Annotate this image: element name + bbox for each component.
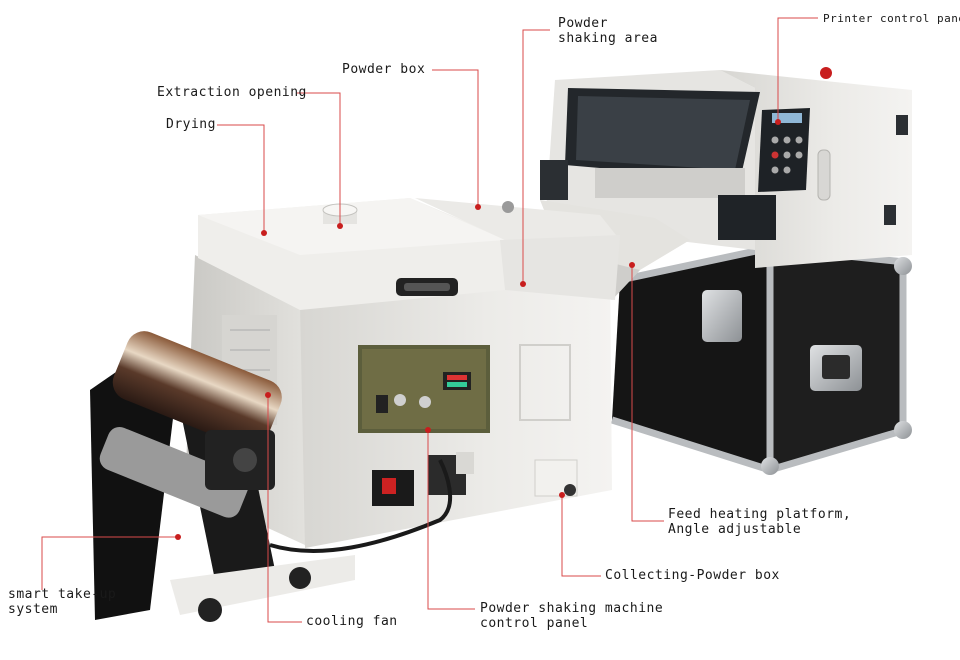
- label-smart-take-up-line2: system: [8, 602, 58, 617]
- leader-cooling-fan: [267, 395, 302, 623]
- printer: [540, 67, 912, 268]
- film-roll: [112, 331, 282, 449]
- label-powder-shaking-control-panel-line1: Powder shaking machine: [480, 601, 664, 616]
- label-powder-shaking-area: Powder shaking area: [558, 16, 658, 46]
- label-feed-heating-platform-line1: Feed heating platform,: [668, 507, 852, 522]
- label-powder-shaking-control-panel-line2: control panel: [480, 616, 589, 631]
- label-powder-shaking-area-line2: shaking area: [558, 31, 658, 46]
- leader-feed-heating-platform: [631, 265, 664, 522]
- label-feed-heating-platform-line2: Angle adjustable: [668, 522, 802, 537]
- leader-lines: [41, 17, 818, 623]
- label-smart-take-up-line1: smart take-up: [8, 587, 117, 602]
- label-drying: Drying: [166, 117, 216, 132]
- leader-powder-shaking-area: [522, 29, 550, 283]
- leader-drying: [217, 124, 265, 232]
- label-smart-take-up: smart take-up system: [8, 587, 116, 617]
- label-collecting-powder-box: Collecting-Powder box: [605, 568, 780, 583]
- leader-powder-box: [432, 69, 479, 206]
- label-printer-control-panel: Printer control panel: [823, 12, 960, 25]
- leader-extraction-opening: [297, 92, 341, 224]
- label-powder-box: Powder box: [342, 62, 426, 77]
- collecting-powder-box: [534, 459, 578, 497]
- take-up-system: [90, 331, 452, 622]
- label-extraction-opening: Extraction opening: [157, 85, 307, 100]
- emergency-stop-button: [820, 67, 832, 79]
- label-powder-shaking-area-line1: Powder: [558, 16, 608, 31]
- power-cable: [269, 459, 452, 553]
- label-powder-shaking-control-panel: Powder shaking machine control panel: [480, 601, 663, 631]
- leader-printer-control-panel: [777, 17, 818, 120]
- leader-powder-shaking-control-panel: [427, 430, 475, 610]
- printer-control-panel: [758, 108, 810, 192]
- case-latch: [702, 290, 742, 342]
- label-cooling-fan: cooling fan: [306, 614, 398, 629]
- leader-dots: [175, 119, 781, 540]
- leader-collecting-powder-box: [561, 496, 601, 577]
- flight-case: [610, 243, 912, 475]
- leader-smart-take-up: [41, 536, 178, 590]
- powder-box: [415, 198, 620, 240]
- label-feed-heating-platform: Feed heating platform, Angle adjustable: [668, 507, 851, 537]
